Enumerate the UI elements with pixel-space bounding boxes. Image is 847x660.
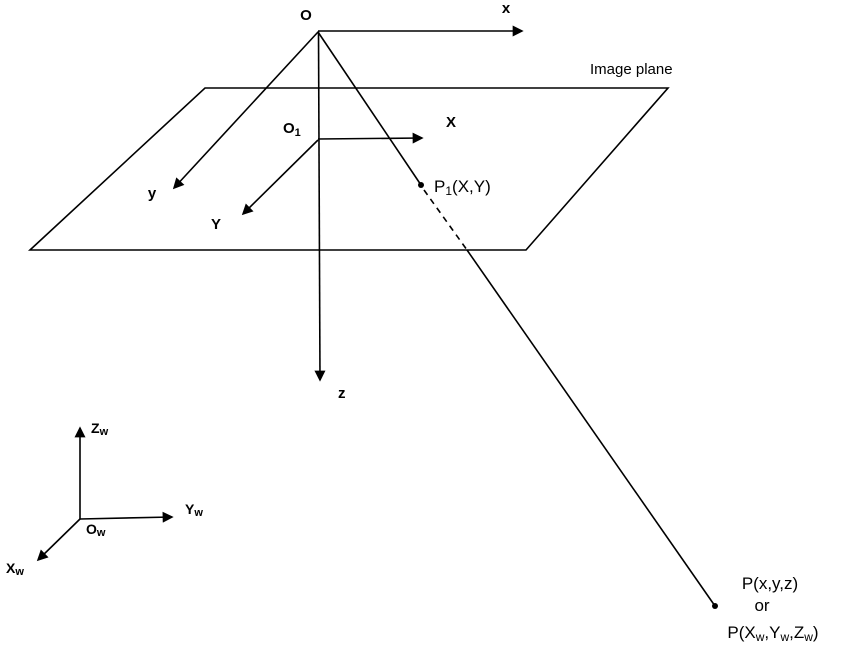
image-frame-y-axis bbox=[241, 139, 319, 216]
world-y-axis-label: Yw bbox=[185, 501, 203, 519]
world-x-axis bbox=[36, 518, 81, 562]
camera-y-axis bbox=[172, 31, 319, 190]
world-y-axis bbox=[79, 511, 174, 523]
image-frame-x-axis bbox=[317, 132, 424, 144]
world-z-axis-label: Zw bbox=[91, 420, 109, 438]
camera-z-axis-label: z bbox=[338, 385, 346, 402]
image-frame-origin-label: O1 bbox=[283, 120, 301, 139]
image-plane-label: Image plane bbox=[590, 61, 673, 78]
camera-y-axis-label: y bbox=[148, 185, 157, 202]
world-x-axis-label: Xw bbox=[6, 560, 24, 578]
world-origin-label: Ow bbox=[86, 521, 106, 539]
projection-ray-upper bbox=[317, 31, 422, 186]
image-plane-outline bbox=[27, 87, 670, 251]
camera-origin-label: O bbox=[300, 7, 312, 24]
projection-ray-dashed bbox=[423, 189, 468, 251]
image-frame-y-axis-label: Y bbox=[211, 216, 221, 233]
world-point-label-xyz: P(x,y,z) bbox=[742, 574, 798, 593]
world-point-label-or: or bbox=[754, 596, 769, 615]
image-point-dot bbox=[418, 182, 424, 188]
image-point-label: P1(X,Y) bbox=[434, 177, 491, 198]
image-frame-x-axis-label: X bbox=[446, 114, 456, 131]
world-point-dot bbox=[712, 603, 718, 609]
camera-z-axis bbox=[314, 30, 326, 382]
world-point-label-world-coords: P(Xw,Yw,Zw) bbox=[727, 623, 818, 644]
camera-x-axis-label: x bbox=[502, 0, 511, 17]
projection-ray-lower bbox=[466, 249, 716, 607]
